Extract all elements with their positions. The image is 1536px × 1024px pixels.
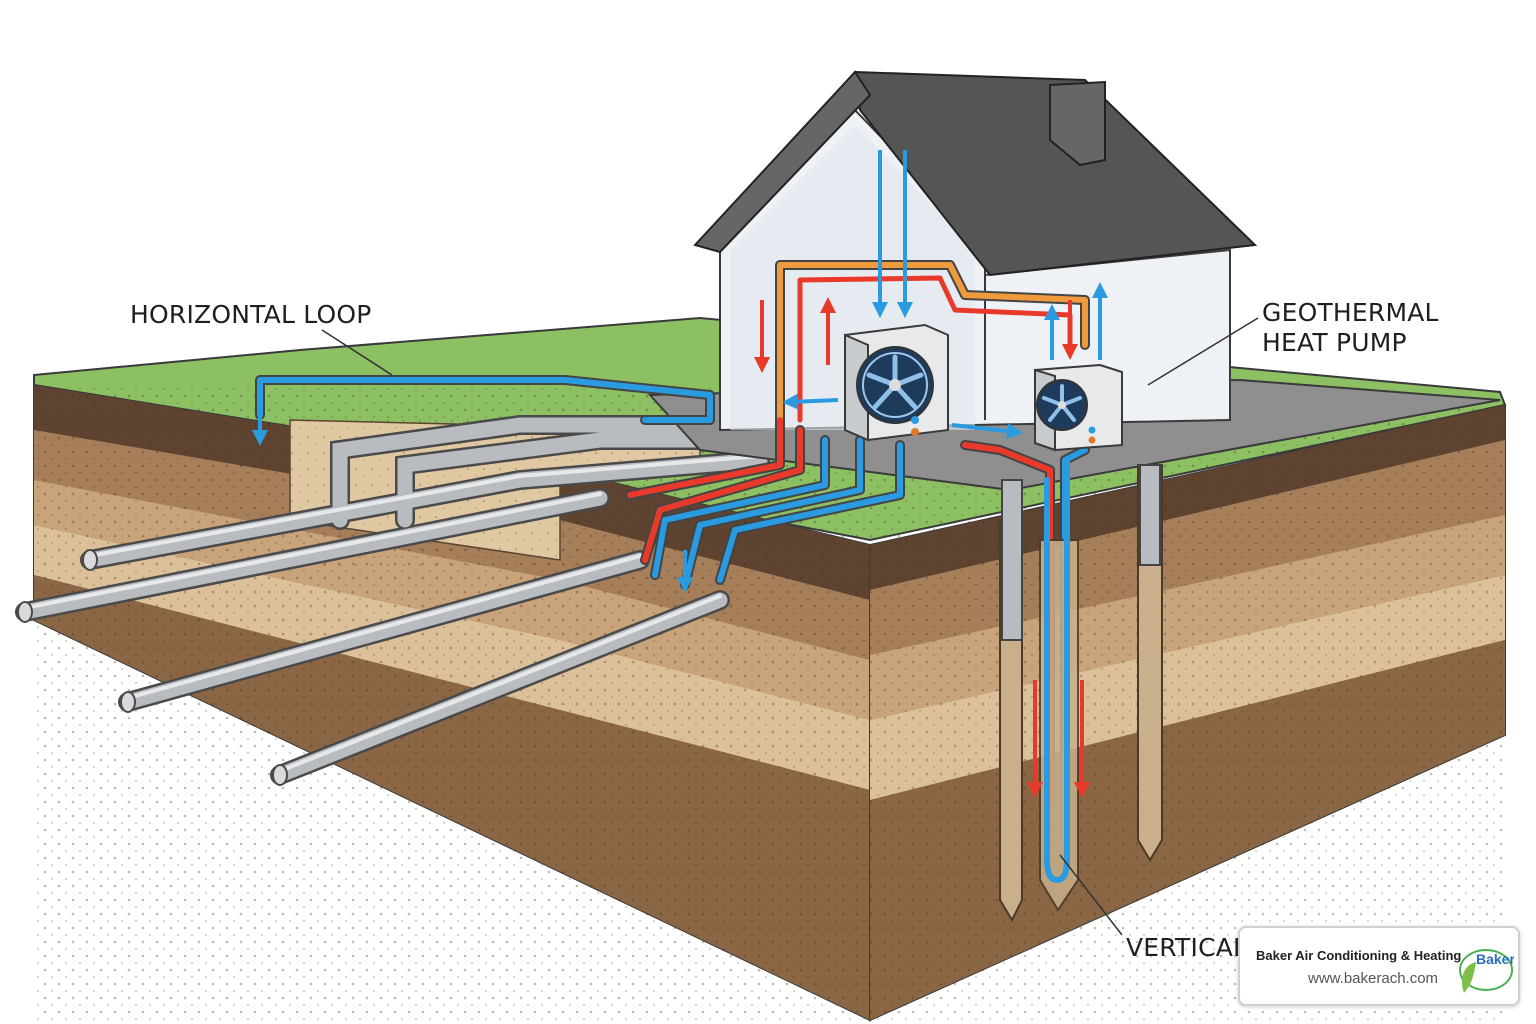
horizontal-loop-pipes (15, 415, 770, 786)
watermark-url: www.bakerach.com (1308, 970, 1439, 987)
company-watermark: Baker Air Conditioning & Heating www.bak… (1238, 926, 1520, 1006)
warm-supply-pipe (777, 262, 1088, 423)
label-horizontal-loop: HORIZONTAL LOOP (130, 300, 372, 329)
watermark-company-name: Baker Air Conditioning & Heating (1256, 948, 1462, 963)
blue-loop-pipe (257, 377, 713, 423)
flow-arrows (252, 150, 1108, 798)
logo-text: Baker (1476, 951, 1514, 967)
fan-icon (1036, 379, 1088, 431)
heat-pump-unit-large (844, 323, 949, 442)
chimney (1049, 80, 1106, 167)
leaf-icon (1461, 962, 1476, 993)
label-geothermal-heat-pump: GEOTHERMAL HEAT PUMP (1262, 298, 1439, 358)
vertical-u-loop (1044, 457, 1070, 884)
label-geothermal-line1: GEOTHERMAL (1262, 298, 1439, 327)
hot-ground-pipe (627, 417, 783, 498)
leader-lines (321, 317, 1259, 936)
label-geothermal-line2: HEAT PUMP (1262, 328, 1407, 357)
heat-pump-unit-small (1034, 363, 1123, 452)
cold-ground-pipe (652, 437, 828, 578)
label-vertical: VERTICAL (1126, 933, 1248, 962)
company-logo: Baker (1459, 949, 1514, 993)
fan-icon (856, 346, 934, 424)
